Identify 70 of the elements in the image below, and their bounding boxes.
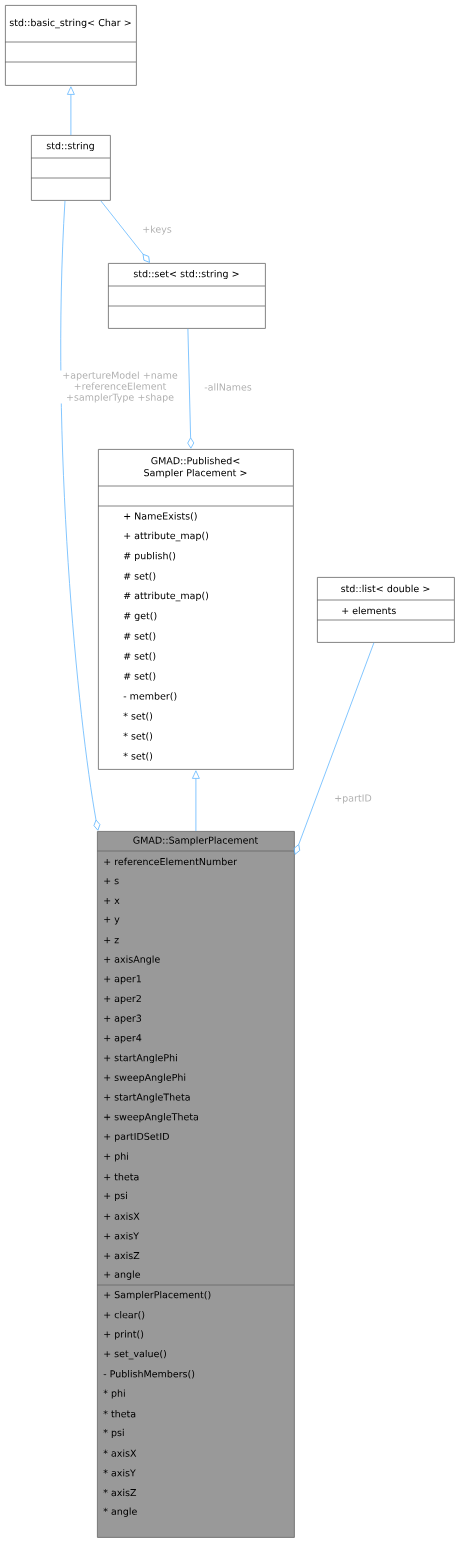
class-box — [4, 5, 137, 86]
attribute-text: + aper2 — [104, 994, 141, 1004]
method-text: * set() — [123, 732, 153, 741]
method-text: # set() — [123, 672, 156, 681]
arrow — [293, 642, 375, 855]
attribute-text: + x — [104, 897, 120, 904]
class-box — [107, 263, 266, 329]
attribute-text: + s — [104, 878, 119, 885]
class-name: std::list< double > — [341, 584, 430, 593]
class-name: GMAD::Published< Sampler Placement > — [144, 456, 247, 479]
attribute-text: + z — [104, 937, 119, 944]
class-box — [316, 577, 455, 643]
method-text: + attribute_map() — [124, 531, 209, 542]
method-text: * phi — [103, 1389, 125, 1399]
method-text: + set_value() — [104, 1349, 166, 1360]
method-text: # set() — [123, 632, 156, 641]
attribute-text: + axisY — [104, 1232, 140, 1240]
method-text: * theta — [103, 1410, 136, 1418]
class-name: GMAD::SamplerPlacement — [133, 836, 258, 846]
method-text: # publish() — [123, 551, 176, 562]
class-box — [30, 135, 111, 201]
attribute-text: + startAngleTheta — [104, 1093, 190, 1103]
method-text: # get() — [123, 611, 157, 622]
attribute-text: + axisZ — [104, 1251, 140, 1260]
attribute-text: + aper3 — [104, 1014, 142, 1024]
attribute-text: + theta — [104, 1173, 139, 1181]
method-text: # attribute_map() — [123, 591, 209, 602]
attribute-text: + axisX — [104, 1212, 140, 1220]
method-text: # set() — [123, 572, 156, 581]
edge-label: +keys — [141, 224, 173, 236]
class-name: std::basic_string< Char > — [9, 18, 131, 29]
arrow — [60, 200, 101, 831]
method-text: * axisZ — [103, 1488, 137, 1497]
method-text: * psi — [103, 1428, 124, 1438]
class-name: std::set< std::string > — [133, 269, 239, 280]
method-text: * angle — [103, 1507, 137, 1517]
method-text: - PublishMembers() — [103, 1370, 195, 1379]
method-text: * set() — [123, 752, 153, 761]
method-text: + clear() — [104, 1311, 145, 1320]
method-text: * axisY — [103, 1469, 136, 1477]
method-text: * axisX — [103, 1449, 137, 1457]
attribute-text: + elements — [342, 606, 396, 615]
attribute-text: + partIDSetID — [104, 1132, 169, 1142]
attribute-text: + phi — [104, 1152, 128, 1162]
attribute-text: + axisAngle — [104, 955, 160, 965]
attribute-text: + sweepAnglePhi — [104, 1073, 186, 1083]
attribute-text: + startAnglePhi — [104, 1053, 177, 1064]
attribute-text: + aper4 — [104, 1034, 142, 1044]
attribute-text: + referenceElementNumber — [104, 857, 238, 866]
edge-label: -allNames — [203, 382, 253, 392]
arrow — [187, 328, 195, 449]
method-text: + SamplerPlacement() — [104, 1290, 211, 1301]
method-text: + NameExists() — [124, 512, 197, 521]
attribute-text: + y — [104, 916, 120, 925]
edge-label: +apertureModel +name +referenceElement +samplerType +shape — [53, 370, 187, 404]
attribute-text: + aper1 — [104, 975, 141, 985]
arrow — [192, 770, 200, 832]
method-text: - member() — [123, 692, 177, 701]
arrow — [100, 200, 150, 263]
method-text: # set() — [123, 652, 156, 661]
edge-label: +partID — [333, 793, 373, 805]
method-text: * set() — [123, 712, 153, 721]
class-box — [96, 831, 295, 1538]
class-box — [97, 449, 294, 770]
arrow — [67, 86, 75, 136]
attribute-text: + psi — [104, 1191, 127, 1201]
attribute-text: + angle — [104, 1270, 141, 1280]
method-text: + print() — [104, 1330, 144, 1340]
attribute-text: + sweepAngleTheta — [104, 1113, 198, 1123]
class-name: std::string — [46, 141, 94, 152]
